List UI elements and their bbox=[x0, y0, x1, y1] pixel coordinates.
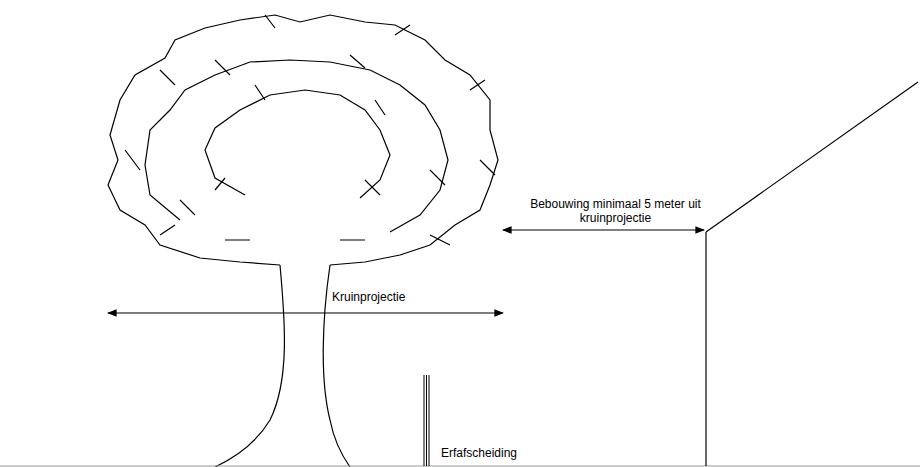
fence-label: Erfafscheiding bbox=[441, 446, 517, 460]
dimension-label: Kruinprojectie bbox=[330, 290, 407, 304]
crown-projection-arrow bbox=[108, 312, 503, 313]
building bbox=[706, 82, 918, 466]
distance-note: Bebouwing minimaal 5 meter uit kruinproj… bbox=[528, 197, 703, 225]
distance-arrow bbox=[503, 229, 704, 230]
fence bbox=[424, 375, 429, 466]
tree-crown bbox=[108, 15, 498, 265]
ground-line bbox=[0, 466, 920, 467]
